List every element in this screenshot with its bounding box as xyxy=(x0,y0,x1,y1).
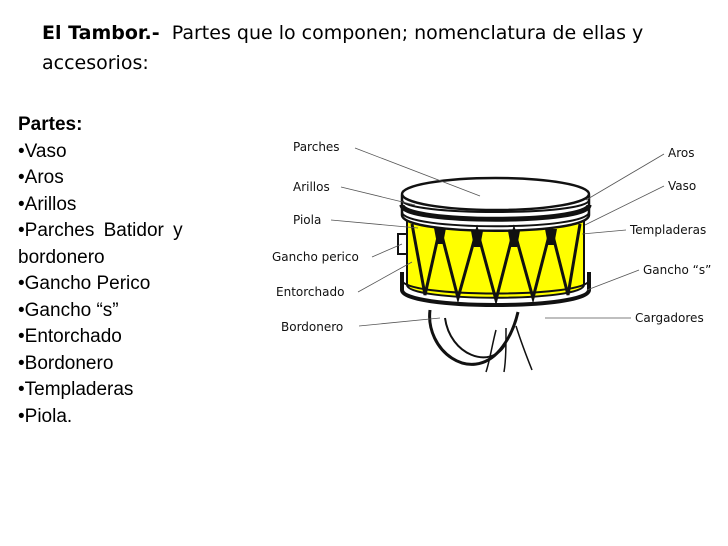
label-parches: Parches xyxy=(293,140,340,154)
part-item: •Vaso xyxy=(18,140,67,162)
label-vaso: Vaso xyxy=(668,179,696,193)
parts-list: Partes: •Vaso •Aros •Arillos •Parches Ba… xyxy=(18,112,233,430)
bottom-hoop xyxy=(400,272,591,307)
label-arillos: Arillos xyxy=(293,180,330,194)
label-cargadores: Cargadores xyxy=(635,311,704,325)
title-rest: Partes que lo componen; nomenclatura de … xyxy=(42,22,644,74)
top-hoop-stripe xyxy=(401,211,590,228)
leader-lines xyxy=(330,147,665,327)
drum-head-parche xyxy=(400,176,591,212)
bordonero-drawing xyxy=(444,317,506,359)
title-bold: El Tambor.- xyxy=(42,22,160,44)
templaderas-group xyxy=(434,228,557,247)
label-aros: Aros xyxy=(668,146,694,160)
part-item: •Bordonero xyxy=(18,352,114,374)
cargadores-drawing xyxy=(485,325,533,373)
top-hoop-stripe xyxy=(399,203,592,222)
label-piola: Piola xyxy=(293,213,321,227)
part-item: •Parches Batidor y bordonero xyxy=(18,220,183,268)
part-item: •Templaderas xyxy=(18,379,134,400)
part-item: •Arillos xyxy=(18,193,77,215)
label-entorchado: Entorchado xyxy=(276,285,344,299)
label-bordonero: Bordonero xyxy=(281,320,343,334)
part-item: •Gancho “s” xyxy=(18,299,119,321)
slide-title: El Tambor.- Partes que lo componen; nome… xyxy=(42,18,702,78)
bordonero-drawing xyxy=(428,309,520,366)
part-item: •Aros xyxy=(18,167,64,188)
part-item: •Piola. xyxy=(18,405,73,427)
label-gancho-s: Gancho “s” xyxy=(643,263,711,277)
parts-heading: Partes: xyxy=(18,114,83,135)
part-item: •Entorchado xyxy=(18,326,122,347)
label-gancho-perico: Gancho perico xyxy=(272,250,359,264)
part-item: •Gancho Perico xyxy=(18,273,151,294)
gancho-perico-drawing xyxy=(397,233,408,255)
top-ring-band xyxy=(401,194,590,213)
piola-rope xyxy=(410,223,582,306)
label-templaderas: Templaderas xyxy=(629,223,706,237)
